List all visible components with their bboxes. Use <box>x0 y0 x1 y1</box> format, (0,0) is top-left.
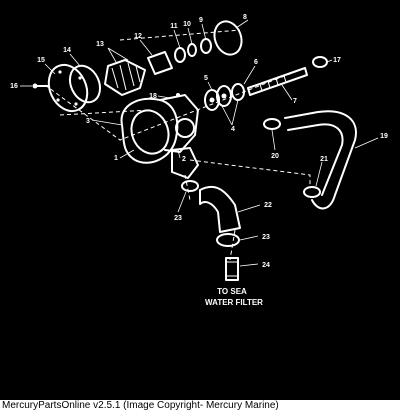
bearing-housing-part <box>159 93 199 153</box>
part-number-label: 24 <box>262 262 270 269</box>
part-number-label: 6 <box>254 59 258 66</box>
leader-line <box>239 235 259 241</box>
hose-clamp-part <box>263 118 281 130</box>
washer-part <box>187 43 197 57</box>
status-bar: MercuryPartsOnline v2.5.1 (Image Copyrig… <box>0 400 400 412</box>
part-number-label: 1 <box>114 155 118 162</box>
bearing-part <box>204 85 232 111</box>
pump-body-part <box>171 147 199 179</box>
assembly-axis-line <box>189 159 311 185</box>
part-number-label: 17 <box>333 57 341 64</box>
leader-line <box>173 29 181 49</box>
shaft-seal-part <box>312 56 328 68</box>
part-number-label: 3 <box>86 118 90 125</box>
pump-shaft-part <box>247 67 308 96</box>
end-cover-part <box>47 63 89 113</box>
hose-clamp-part <box>181 180 199 192</box>
part-number-label: 18 <box>149 93 157 100</box>
leader-line <box>44 63 56 75</box>
part-number-label: 7 <box>293 98 297 105</box>
hose-clamp-part <box>216 233 240 247</box>
part-number-label: 5 <box>204 75 208 82</box>
inlet-hose-part <box>199 185 241 233</box>
part-number-label: 8 <box>243 14 247 21</box>
assembly-axis-line <box>59 109 151 116</box>
leader-line <box>187 27 193 45</box>
part-number-label: 11 <box>170 23 178 30</box>
leader-line <box>271 129 276 151</box>
leader-line <box>315 161 323 187</box>
part-number-label: 10 <box>183 21 191 28</box>
part-number-label: 21 <box>320 156 328 163</box>
leader-line <box>239 263 259 267</box>
wear-plate-part <box>147 51 173 75</box>
outlet-hose-part <box>284 110 357 210</box>
leader-line <box>177 149 181 159</box>
part-number-label: 23 <box>262 234 270 241</box>
leader-line <box>281 84 293 101</box>
leader-line <box>237 204 261 213</box>
part-number-label: 22 <box>264 202 272 209</box>
part-number-label: 16 <box>10 83 18 90</box>
leader-line <box>107 47 129 63</box>
leader-line <box>139 39 153 56</box>
part-number-label: 2 <box>182 156 186 163</box>
part-number-label: 20 <box>271 153 279 160</box>
part-number-label: 9 <box>199 17 203 24</box>
leader-line <box>157 95 171 99</box>
leader-line <box>69 53 81 67</box>
exploded-parts-diagram: 1 2 3 4 5 6 7 8 9 10 11 12 13 14 15 16 1… <box>0 0 400 400</box>
leader-line <box>119 149 135 159</box>
part-number-label: 15 <box>37 57 45 64</box>
leader-line <box>201 23 207 41</box>
leader-line <box>221 99 239 126</box>
leader-line <box>207 81 213 91</box>
diagram-caption-line-2: WATER FILTER <box>205 298 263 307</box>
assembly-axis-line <box>184 174 191 201</box>
hose-fitting-part <box>225 257 239 281</box>
o-ring-part <box>213 20 243 56</box>
part-number-label: 23 <box>174 215 182 222</box>
assembly-axis-line <box>119 29 241 41</box>
impeller-part <box>104 59 146 96</box>
part-number-label: 19 <box>380 133 388 140</box>
part-number-label: 12 <box>134 33 142 40</box>
part-number-label: 14 <box>63 47 71 54</box>
leader-line <box>354 137 379 149</box>
seal-part <box>174 47 186 63</box>
leader-line <box>177 191 187 213</box>
leader-line <box>235 19 249 29</box>
diagram-caption-line-1: TO SEA <box>217 287 247 296</box>
assembly-axis-line <box>44 69 301 141</box>
leader-line <box>91 119 123 126</box>
pump-housing-part <box>120 97 179 164</box>
hose-clamp-part <box>303 186 321 198</box>
part-number-label: 4 <box>231 126 235 133</box>
seal-part <box>200 38 212 54</box>
leader-line <box>326 59 333 63</box>
gasket-part <box>68 64 102 104</box>
status-bar-text: MercuryPartsOnline v2.5.1 (Image Copyrig… <box>2 400 279 411</box>
bolt-head-part <box>32 83 38 89</box>
leader-line <box>243 65 256 85</box>
part-number-label: 13 <box>96 41 104 48</box>
